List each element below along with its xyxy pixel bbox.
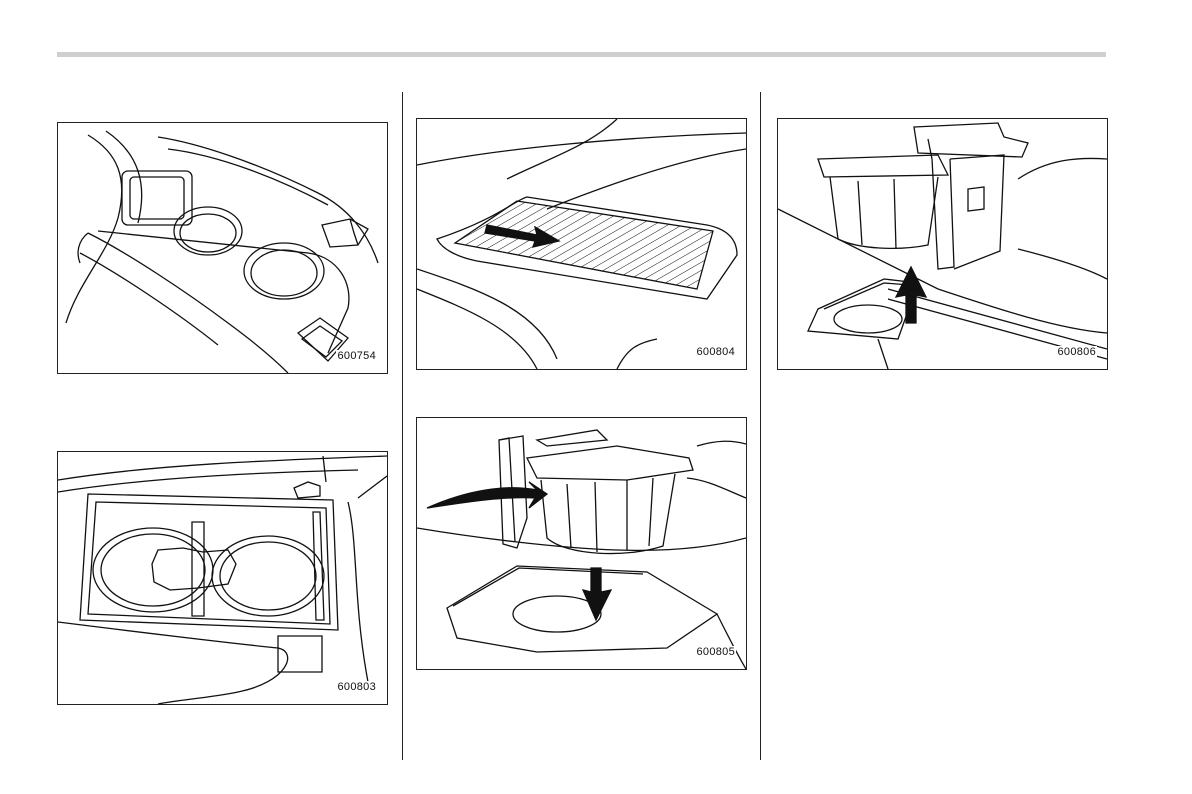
figure-code: 600754 — [336, 350, 377, 362]
column-divider-right — [760, 92, 761, 760]
cup-holder-top-view-drawing — [58, 452, 387, 704]
cup-holder-open-drawing — [58, 123, 387, 373]
insert-lift-drawing — [778, 119, 1107, 369]
insert-removal-drawing — [417, 418, 746, 669]
figure-code: 600803 — [336, 681, 377, 693]
illustration-cup-holder-top-view: 600803 — [57, 451, 388, 705]
column-divider-left — [402, 92, 403, 760]
figure-code: 600804 — [695, 346, 736, 358]
figure-code: 600806 — [1056, 346, 1097, 358]
header-rule — [57, 52, 1106, 57]
illustration-cup-holder-open: 600754 — [57, 122, 388, 374]
figure-code: 600805 — [695, 646, 736, 658]
illustration-cup-holder-insert-removal: 600805 — [416, 417, 747, 670]
illustration-sliding-cover: 600804 — [416, 118, 747, 370]
sliding-cover-drawing — [417, 119, 746, 369]
illustration-cup-holder-insert-lift: 600806 — [777, 118, 1108, 370]
